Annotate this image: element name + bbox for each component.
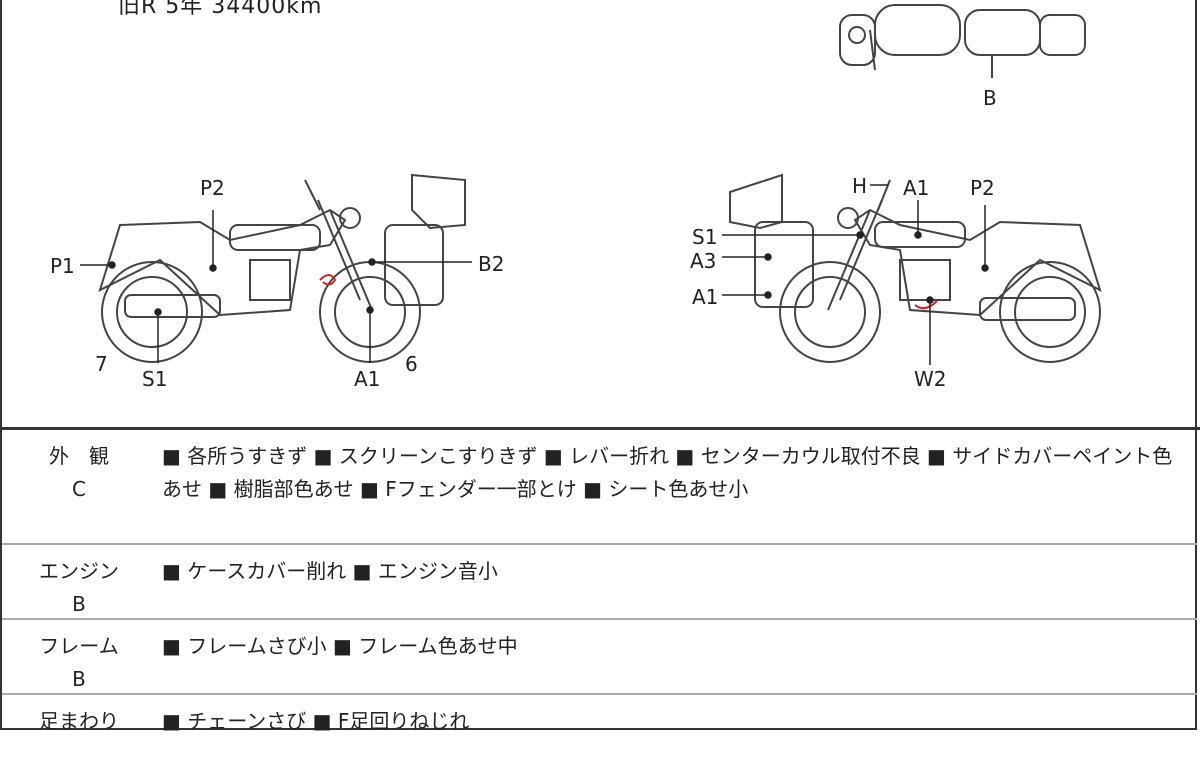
- damage-label: B2: [478, 252, 505, 276]
- condition-items: ■ ケースカバー削れ ■ エンジン音小: [162, 559, 498, 583]
- damage-label: P1: [50, 254, 75, 278]
- damage-label: S1: [692, 225, 718, 249]
- vehicle-info: 旧R 5年 34400km: [118, 0, 323, 19]
- motorcycle-top-view: [839, 4, 1086, 78]
- damage-diagram: B P2 P1 B2 7 S1 A1 6 H A1 P2 S1 A3 A1 W2: [50, 4, 1102, 391]
- damage-label: W2: [914, 367, 947, 391]
- damage-label: 7: [95, 352, 108, 376]
- motorcycle-right-view: [722, 173, 1102, 365]
- condition-row-suspension: 足まわり ■ チェーンさび ■ F足回りねじれ: [2, 695, 1197, 768]
- condition-items: ■ チェーンさび ■ F足回りねじれ: [162, 709, 470, 733]
- damage-label: P2: [200, 176, 225, 200]
- damage-label: A1: [903, 176, 930, 200]
- damage-label: 6: [405, 352, 418, 376]
- damage-label: B: [983, 86, 997, 110]
- damage-label: A1: [692, 285, 719, 309]
- condition-category: 足まわり: [39, 709, 119, 733]
- damage-label: A1: [354, 367, 381, 391]
- condition-items: ■ 各所うすきず ■ スクリーンこすりきず ■ レバー折れ ■ センターカウル取…: [162, 444, 1173, 501]
- damage-label: S1: [142, 367, 168, 391]
- motorcycle-illustrations: [80, 4, 1102, 365]
- damage-label: H: [852, 174, 868, 198]
- condition-items: ■ フレームさび小 ■ フレーム色あせ中: [162, 634, 518, 658]
- motorcycle-left-view: [80, 173, 472, 363]
- damage-label: A3: [690, 249, 717, 273]
- damage-label: P2: [970, 176, 995, 200]
- section-divider: [0, 427, 1200, 430]
